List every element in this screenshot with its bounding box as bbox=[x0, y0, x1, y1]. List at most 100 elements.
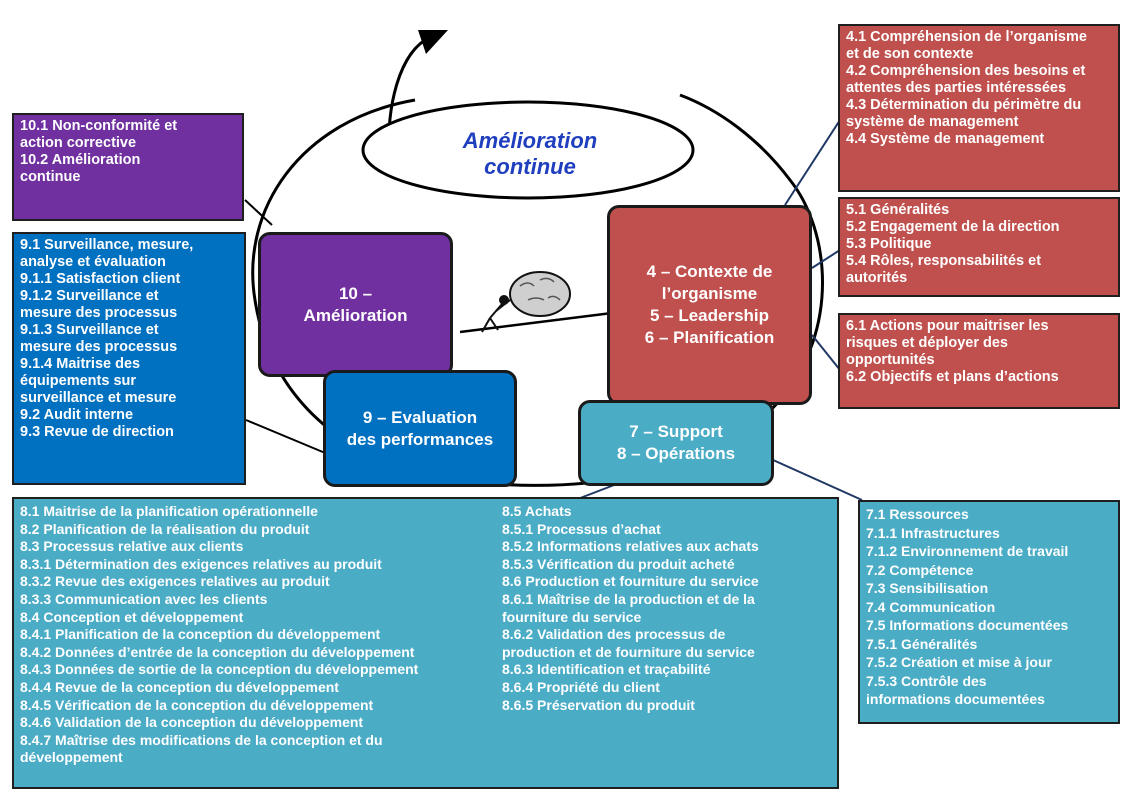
cycle-title: Amélioration continue bbox=[430, 128, 630, 180]
pushing-figure-icon bbox=[481, 295, 511, 333]
clause7-line: 7.4 Communication bbox=[866, 598, 996, 615]
clause8a-line: 8.4.7 Maîtrise des modifications de la c… bbox=[20, 731, 383, 748]
clause8b-line: 8.5.1 Processus d’achat bbox=[502, 520, 661, 537]
node-evaluation-line2: des performances bbox=[346, 429, 494, 449]
clause4-line: 4.2 Compréhension des besoins et bbox=[846, 63, 1086, 79]
clause8a-line: 8.3 Processus relative aux clients bbox=[20, 538, 244, 555]
clause10-line: 10.2 Amélioration bbox=[20, 152, 141, 168]
clause8b-line: production et de fourniture du service bbox=[502, 643, 755, 660]
node-amelioration-line2: Amélioration bbox=[303, 305, 408, 325]
clause4-line: 4.4 Système de management bbox=[846, 131, 1045, 147]
clause6-line: risques et déployer des bbox=[846, 335, 1008, 351]
node-contexte-line1: 4 – Contexte de bbox=[646, 262, 773, 281]
clause9-line: surveillance et mesure bbox=[20, 390, 177, 406]
clause7-line: 7.5.3 Contrôle des bbox=[866, 672, 987, 689]
node-contexte: 4 – Contexte de l’organisme 5 – Leadersh… bbox=[607, 205, 812, 405]
node-evaluation-line1: 9 – Evaluation bbox=[362, 407, 478, 427]
clause4-line: attentes des parties intéressées bbox=[846, 80, 1067, 96]
clause8a-line: 8.4.3 Données de sortie de la conception… bbox=[20, 661, 419, 678]
node-contexte-line3: 5 – Leadership bbox=[649, 306, 770, 325]
box-clause-6: 6.1 Actions pour maitriser les risques e… bbox=[838, 313, 1120, 409]
clause8b-line: 8.6.3 Identification et traçabilité bbox=[502, 661, 711, 678]
clause4-line: système de management bbox=[846, 114, 1019, 130]
clause9-line: analyse et évaluation bbox=[20, 254, 166, 270]
clause9-line: mesure des processus bbox=[20, 305, 178, 321]
clause5-line: autorités bbox=[846, 270, 908, 286]
clause8a-line: 8.4.2 Données d’entrée de la conception … bbox=[20, 643, 415, 660]
node-amelioration-line1: 10 – bbox=[338, 283, 373, 303]
cycle-title-line2: continue bbox=[484, 154, 576, 179]
clause4-line: 4.3 Détermination du périmètre du bbox=[846, 97, 1082, 113]
clause8b-line: 8.5.3 Vérification du produit acheté bbox=[502, 555, 735, 572]
boulder-icon bbox=[509, 271, 571, 317]
clause7-line: 7.5.2 Création et mise à jour bbox=[866, 654, 1052, 670]
clause5-line: 5.2 Engagement de la direction bbox=[846, 219, 1060, 235]
clause9-line: 9.1.3 Surveillance et bbox=[20, 322, 159, 338]
clause10-line: continue bbox=[20, 169, 81, 185]
box-clause-5: 5.1 Généralités 5.2 Engagement de la dir… bbox=[838, 197, 1120, 297]
cycle-title-line1: Amélioration bbox=[462, 128, 598, 153]
clause9-line: mesure des processus bbox=[20, 339, 178, 355]
node-support-line2: 8 – Opérations bbox=[616, 444, 736, 463]
clause8b-line: 8.5 Achats bbox=[502, 503, 572, 519]
clause7-line: 7.3 Sensibilisation bbox=[866, 580, 989, 596]
clause8b-line: 8.5.2 Informations relatives aux achats bbox=[502, 538, 759, 555]
cycle-arrowhead bbox=[418, 30, 448, 54]
clause10-line: action corrective bbox=[20, 135, 137, 151]
clause8a-line: 8.1 Maitrise de la planification opérati… bbox=[20, 503, 318, 519]
clause9-line: 9.1 Surveillance, mesure, bbox=[20, 237, 194, 253]
clause7-line: 7.1.2 Environnement de travail bbox=[866, 543, 1069, 559]
clause8-column-right: 8.5 Achats 8.5.1 Processus d’achat 8.5.2… bbox=[502, 503, 822, 714]
clause8a-line: 8.3.2 Revue des exigences relatives au p… bbox=[20, 573, 330, 590]
node-support-line1: 7 – Support bbox=[629, 422, 723, 441]
clause8b-line: 8.6.4 Propriété du client bbox=[502, 678, 660, 695]
clause9-line: 9.3 Revue de direction bbox=[20, 424, 174, 440]
box-clause-9: 9.1 Surveillance, mesure, analyse et éva… bbox=[12, 232, 246, 485]
clause4-line: 4.1 Compréhension de l’organisme bbox=[846, 29, 1087, 45]
clause8a-line: 8.2 Planification de la réalisation du p… bbox=[20, 520, 310, 537]
clause7-line: 7.1 Ressources bbox=[866, 506, 969, 522]
clause8a-line: 8.3.1 Détermination des exigences relati… bbox=[20, 555, 382, 572]
clause9-line: 9.2 Audit interne bbox=[20, 407, 134, 423]
clause7-line: 7.1.1 Infrastructures bbox=[866, 524, 1000, 541]
clause9-line: équipements sur bbox=[20, 373, 137, 389]
clause6-line: opportunités bbox=[846, 352, 935, 368]
clause9-line: 9.1.2 Surveillance et bbox=[20, 288, 159, 304]
clause5-line: 5.3 Politique bbox=[846, 236, 932, 252]
clause6-line: 6.2 Objectifs et plans d’actions bbox=[846, 369, 1059, 385]
box-clause-7: 7.1 Ressources 7.1.1 Infrastructures 7.1… bbox=[858, 500, 1120, 724]
title-ellipse bbox=[361, 100, 695, 200]
clause8a-line: 8.4.6 Validation de la conception du dév… bbox=[20, 714, 364, 731]
box-clause-10: 10.1 Non-conformité et action corrective… bbox=[12, 113, 244, 221]
clause7-line: 7.5 Informations documentées bbox=[866, 617, 1069, 633]
clause8b-line: fourniture du service bbox=[502, 608, 642, 625]
box-clause-8: 8.1 Maitrise de la planification opérati… bbox=[12, 497, 839, 789]
node-support: 7 – Support 8 – Opérations bbox=[578, 400, 774, 486]
clause5-line: 5.1 Généralités bbox=[846, 202, 950, 218]
node-evaluation: 9 – Evaluation des performances bbox=[323, 370, 517, 487]
clause6-line: 6.1 Actions pour maitriser les bbox=[846, 318, 1049, 334]
node-contexte-line4: 6 – Planification bbox=[644, 328, 775, 347]
clause8b-line: 8.6.2 Validation des processus de bbox=[502, 626, 726, 643]
clause4-line: et de son contexte bbox=[846, 46, 974, 62]
clause8a-line: développement bbox=[20, 749, 123, 766]
ramp-line bbox=[459, 310, 621, 334]
clause8a-line: 8.3.3 Communication avec les clients bbox=[20, 590, 268, 607]
clause8a-line: 8.4.1 Planification de la conception du … bbox=[20, 626, 381, 643]
node-contexte-line2: l’organisme bbox=[661, 284, 758, 303]
clause5-line: 5.4 Rôles, responsabilités et bbox=[846, 253, 1042, 269]
clause10-line: 10.1 Non-conformité et bbox=[20, 118, 178, 134]
clause8a-line: 8.4 Conception et développement bbox=[20, 608, 244, 625]
clause8b-line: 8.6.5 Préservation du produit bbox=[502, 696, 695, 713]
clause9-line: 9.1.1 Satisfaction client bbox=[20, 271, 181, 287]
box-clause-4: 4.1 Compréhension de l’organisme et de s… bbox=[838, 24, 1120, 192]
clause9-line: 9.1.4 Maitrise des bbox=[20, 356, 141, 372]
clause8a-line: 8.4.4 Revue de la conception du développ… bbox=[20, 678, 339, 695]
clause8b-line: 8.6 Production et fourniture du service bbox=[502, 573, 759, 590]
clause7-line: 7.5.1 Généralités bbox=[866, 635, 978, 652]
node-amelioration: 10 – Amélioration bbox=[258, 232, 453, 377]
clause8b-line: 8.6.1 Maîtrise de la production et de la bbox=[502, 590, 755, 607]
clause8a-line: 8.4.5 Vérification de la conception du d… bbox=[20, 696, 374, 713]
clause7-line: 7.2 Compétence bbox=[866, 561, 974, 578]
clause7-line: informations documentées bbox=[866, 691, 1045, 707]
